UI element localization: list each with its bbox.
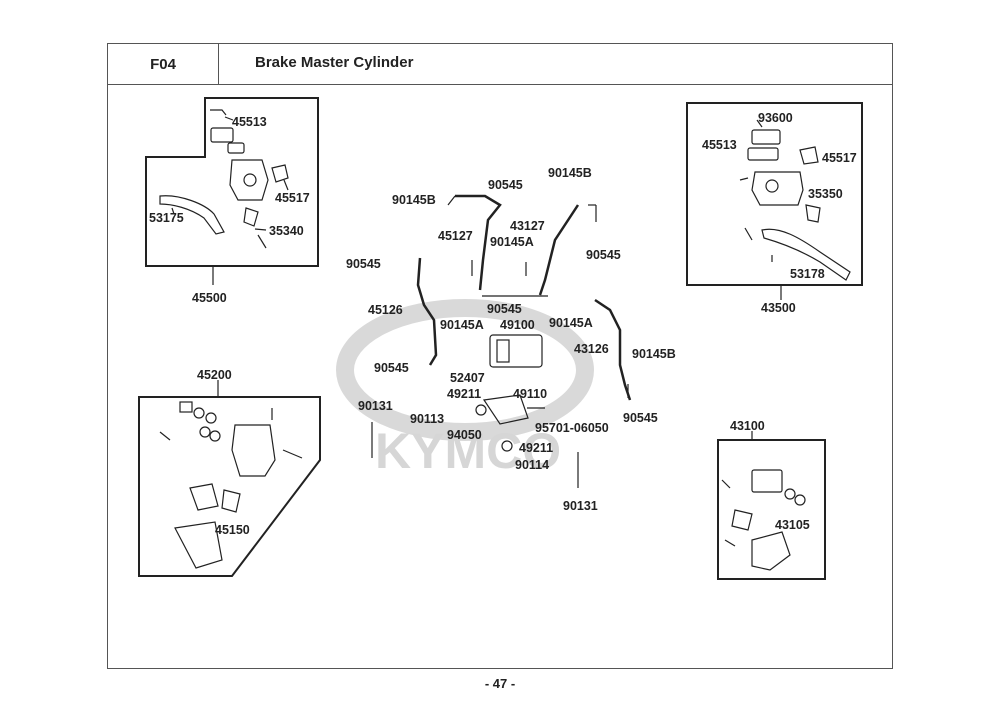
- label-90545-left: 90545: [346, 257, 381, 271]
- label-45517-rear: 45517: [822, 151, 857, 165]
- page-number: - 47 -: [484, 676, 516, 691]
- rear-caliper-group: [717, 431, 826, 580]
- label-45500: 45500: [192, 291, 227, 305]
- watermark-logo: KYMCO: [336, 299, 594, 479]
- label-43500: 43500: [761, 301, 796, 315]
- label-90145B-right: 90145B: [632, 347, 676, 361]
- label-90545-right-lower: 90545: [623, 411, 658, 425]
- label-45200: 45200: [197, 368, 232, 382]
- label-90113: 90113: [410, 412, 444, 426]
- label-43105: 43105: [775, 518, 810, 532]
- label-53175: 53175: [149, 211, 184, 225]
- label-90545-center: 90545: [487, 302, 522, 316]
- label-90145B-top-left: 90145B: [392, 193, 436, 207]
- label-90145A-top: 90145A: [490, 235, 534, 249]
- label-35340: 35340: [269, 224, 304, 238]
- label-43100: 43100: [730, 419, 765, 433]
- label-43127: 43127: [510, 219, 545, 233]
- label-90545-top: 90545: [488, 178, 523, 192]
- page-frame: [107, 43, 893, 669]
- label-45150: 45150: [215, 523, 250, 537]
- abs-hose-assembly: [371, 194, 632, 488]
- label-45513-rear: 45513: [702, 138, 737, 152]
- label-90145B-top-right: 90145B: [548, 166, 592, 180]
- watermark-text: KYMCO: [375, 423, 561, 479]
- header-divider: [107, 84, 893, 85]
- label-90145A-left: 90145A: [440, 318, 484, 332]
- page-title: Brake Master Cylinder: [255, 54, 414, 71]
- label-94050: 94050: [447, 428, 482, 442]
- rear-master-cylinder-group: [686, 102, 863, 300]
- label-90145A-right: 90145A: [549, 316, 593, 330]
- label-95701-06050: 95701-06050: [535, 421, 609, 435]
- label-53178: 53178: [790, 267, 825, 281]
- label-52407: 52407: [450, 371, 485, 385]
- label-49211-upper: 49211: [447, 387, 481, 401]
- label-90131-bottom: 90131: [563, 499, 598, 513]
- front-master-cylinder-group: [145, 97, 319, 285]
- label-93600: 93600: [758, 111, 793, 125]
- label-45513-front: 45513: [232, 115, 267, 129]
- label-90545-right-top: 90545: [586, 248, 621, 262]
- front-caliper-group: [138, 380, 321, 577]
- label-45126: 45126: [368, 303, 403, 317]
- label-90131-left: 90131: [358, 399, 393, 413]
- label-35350: 35350: [808, 187, 843, 201]
- label-49211-lower: 49211: [519, 441, 553, 455]
- label-90114: 90114: [515, 458, 549, 472]
- label-45517-front: 45517: [275, 191, 310, 205]
- label-49110: 49110: [513, 387, 547, 401]
- label-49100: 49100: [500, 318, 535, 332]
- label-45127: 45127: [438, 229, 473, 243]
- label-90545-left-lower: 90545: [374, 361, 409, 375]
- label-43126: 43126: [574, 342, 609, 356]
